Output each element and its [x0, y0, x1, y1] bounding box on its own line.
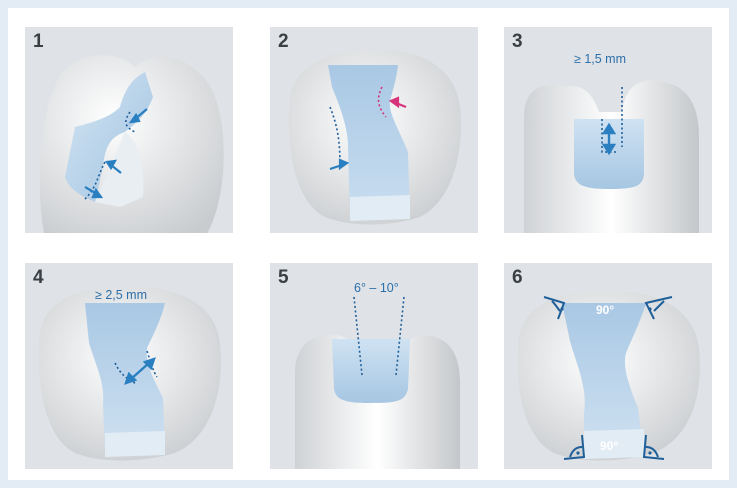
panel-6: 6 90° 90° — [504, 263, 712, 469]
panel-number: 2 — [278, 31, 289, 53]
isthmus-width-measure: ≥ 2,5 mm — [95, 288, 147, 302]
panel-number: 4 — [33, 267, 44, 289]
panel-number: 3 — [512, 31, 523, 53]
panel-4: 4 ≥ 2,5 mm — [25, 263, 233, 469]
panel-3: 3 ≥ 1,5 mm — [504, 27, 712, 233]
panel-1: 1 — [25, 27, 233, 233]
min-depth-measure: ≥ 1,5 mm — [574, 52, 626, 66]
tooth-illustration-1 — [25, 27, 233, 233]
top-angle-label: 90° — [596, 303, 614, 317]
tooth-illustration-2 — [270, 27, 478, 233]
panel-number: 1 — [33, 31, 44, 53]
bottom-angle-label: 90° — [600, 439, 618, 453]
figure-frame: 1 2 — [8, 8, 729, 480]
taper-angle-measure: 6° – 10° — [354, 281, 399, 295]
panel-2: 2 — [270, 27, 478, 233]
panel-number: 6 — [512, 267, 523, 289]
panel-number: 5 — [278, 267, 289, 289]
panel-5: 5 6° – 10° — [270, 263, 478, 469]
